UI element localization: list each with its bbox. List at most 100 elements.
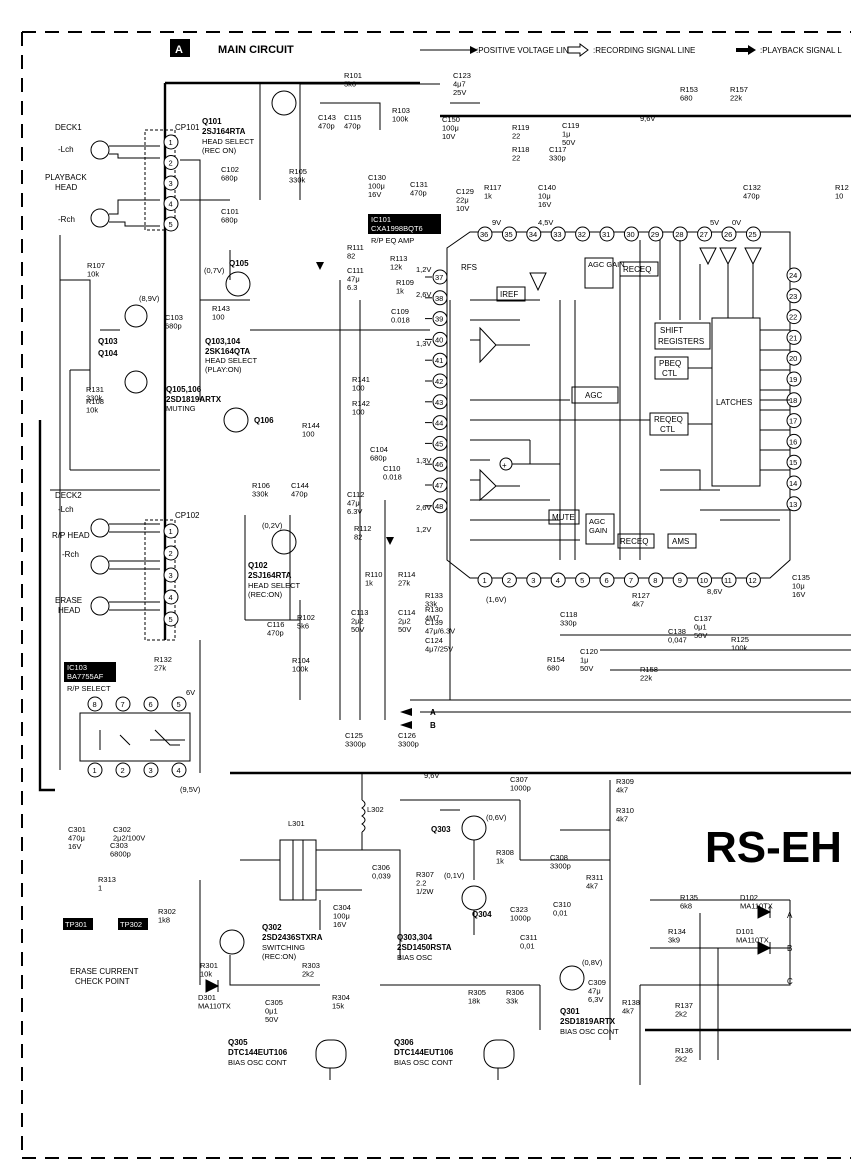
deck2-label: DECK2 xyxy=(55,491,82,500)
ic101-pin-11 xyxy=(721,572,737,588)
ic101-pin-3 xyxy=(526,572,542,588)
ic101-pin-15-number: 15 xyxy=(789,458,797,467)
block-agc xyxy=(571,386,619,404)
block-agc-gain-bottom-label-2: GAIN xyxy=(589,526,607,535)
ic101-tag xyxy=(368,214,441,234)
ic103-pin-5-number: 5 xyxy=(177,700,181,709)
cp101-pin-2-number: 2 xyxy=(169,159,173,168)
volt-95v: (9,5V) xyxy=(180,785,201,794)
amp-triangle-1 xyxy=(529,272,547,292)
ic103-pin-8-number: 8 xyxy=(93,700,97,709)
ic103-pin-4-number: 4 xyxy=(177,766,181,775)
cp102-pin-2 xyxy=(163,545,179,561)
cp101-pin-4-number: 4 xyxy=(169,200,173,209)
ic101-pin-18-number: 18 xyxy=(789,396,797,405)
ic103-body xyxy=(79,712,191,762)
q306-symbol xyxy=(483,1039,515,1069)
ic101-pin-8 xyxy=(648,572,664,588)
section-title: MAIN CIRCUIT xyxy=(218,44,294,56)
summing-plus: + xyxy=(502,461,507,470)
ic101-pin-29-number: 29 xyxy=(651,230,659,239)
ic101-pin-25-number: 25 xyxy=(748,230,756,239)
head-deck1-rch-icon xyxy=(90,208,110,228)
cp101-pin-5-number: 5 xyxy=(169,220,173,229)
ic101-pin-6 xyxy=(599,572,615,588)
ic101-pin-22 xyxy=(786,309,802,325)
block-agc-gain-top xyxy=(584,257,614,289)
volt-01v: (0,1V) xyxy=(444,871,465,880)
ic103-pin-2 xyxy=(115,762,131,778)
ic101-pin-44-number: 44 xyxy=(435,419,443,428)
ic103-pin-2-number: 2 xyxy=(121,766,125,775)
q103-104-desc-2: (PLAY:ON) xyxy=(205,365,242,374)
ic101-pin-21 xyxy=(786,329,802,345)
cp102-pin-4-number: 4 xyxy=(169,593,173,602)
block-latches xyxy=(711,317,761,487)
q303-304-desc: BIAS OSC xyxy=(397,953,433,962)
ic101-pin-9-number: 9 xyxy=(678,576,682,585)
rail-96v-label: 9,6V xyxy=(640,114,655,123)
ic101-part: CXA1998BQT6 xyxy=(371,224,423,233)
ic103-part: BA7755AF xyxy=(67,672,104,681)
ic101-pin-38 xyxy=(432,290,448,306)
ic101-pin-31-number: 31 xyxy=(602,230,610,239)
ic101-pin-19-number: 19 xyxy=(789,375,797,384)
component-l301: L301 xyxy=(288,819,305,828)
erase-head-icon xyxy=(90,596,110,616)
q306-ref: Q306 xyxy=(394,1038,414,1047)
q302-part: 2SD2436STXRA xyxy=(262,933,323,942)
block-ams-label: AMS xyxy=(672,537,689,546)
q305-part: DTC144EUT106 xyxy=(228,1048,288,1057)
q101-ref: Q101 xyxy=(202,117,222,126)
deck2-rp-head: R/P HEAD xyxy=(52,531,90,540)
ic101-pin-42-number: 42 xyxy=(435,377,443,386)
ic101-pin-33 xyxy=(550,226,566,242)
q305-ref: Q305 xyxy=(228,1038,248,1047)
volt-16v: (1,6V) xyxy=(486,595,507,604)
diode-d102 xyxy=(757,905,772,919)
deck1-playback-label-1: PLAYBACK xyxy=(45,173,87,182)
volt-26v-a: 2,6V xyxy=(416,290,431,299)
volt-9v: 9V xyxy=(492,218,501,227)
q103-104-desc-1: HEAD SELECT xyxy=(205,356,258,365)
ic101-pin-39 xyxy=(432,311,448,327)
erase-head-label-2: HEAD xyxy=(58,606,80,615)
ic101-pin-44 xyxy=(432,415,448,431)
ic101-pin-35 xyxy=(501,226,517,242)
tp301-label: TP301 xyxy=(65,920,87,929)
ic101-pin-6-number: 6 xyxy=(605,576,609,585)
ic101-pin-32-number: 32 xyxy=(578,230,586,239)
volt-13v-a: 1,3V xyxy=(416,339,431,348)
ic103-pin-1-number: 1 xyxy=(93,766,97,775)
ic101-pin-43-number: 43 xyxy=(435,398,443,407)
ic103-ref: IC103 xyxy=(67,663,87,672)
